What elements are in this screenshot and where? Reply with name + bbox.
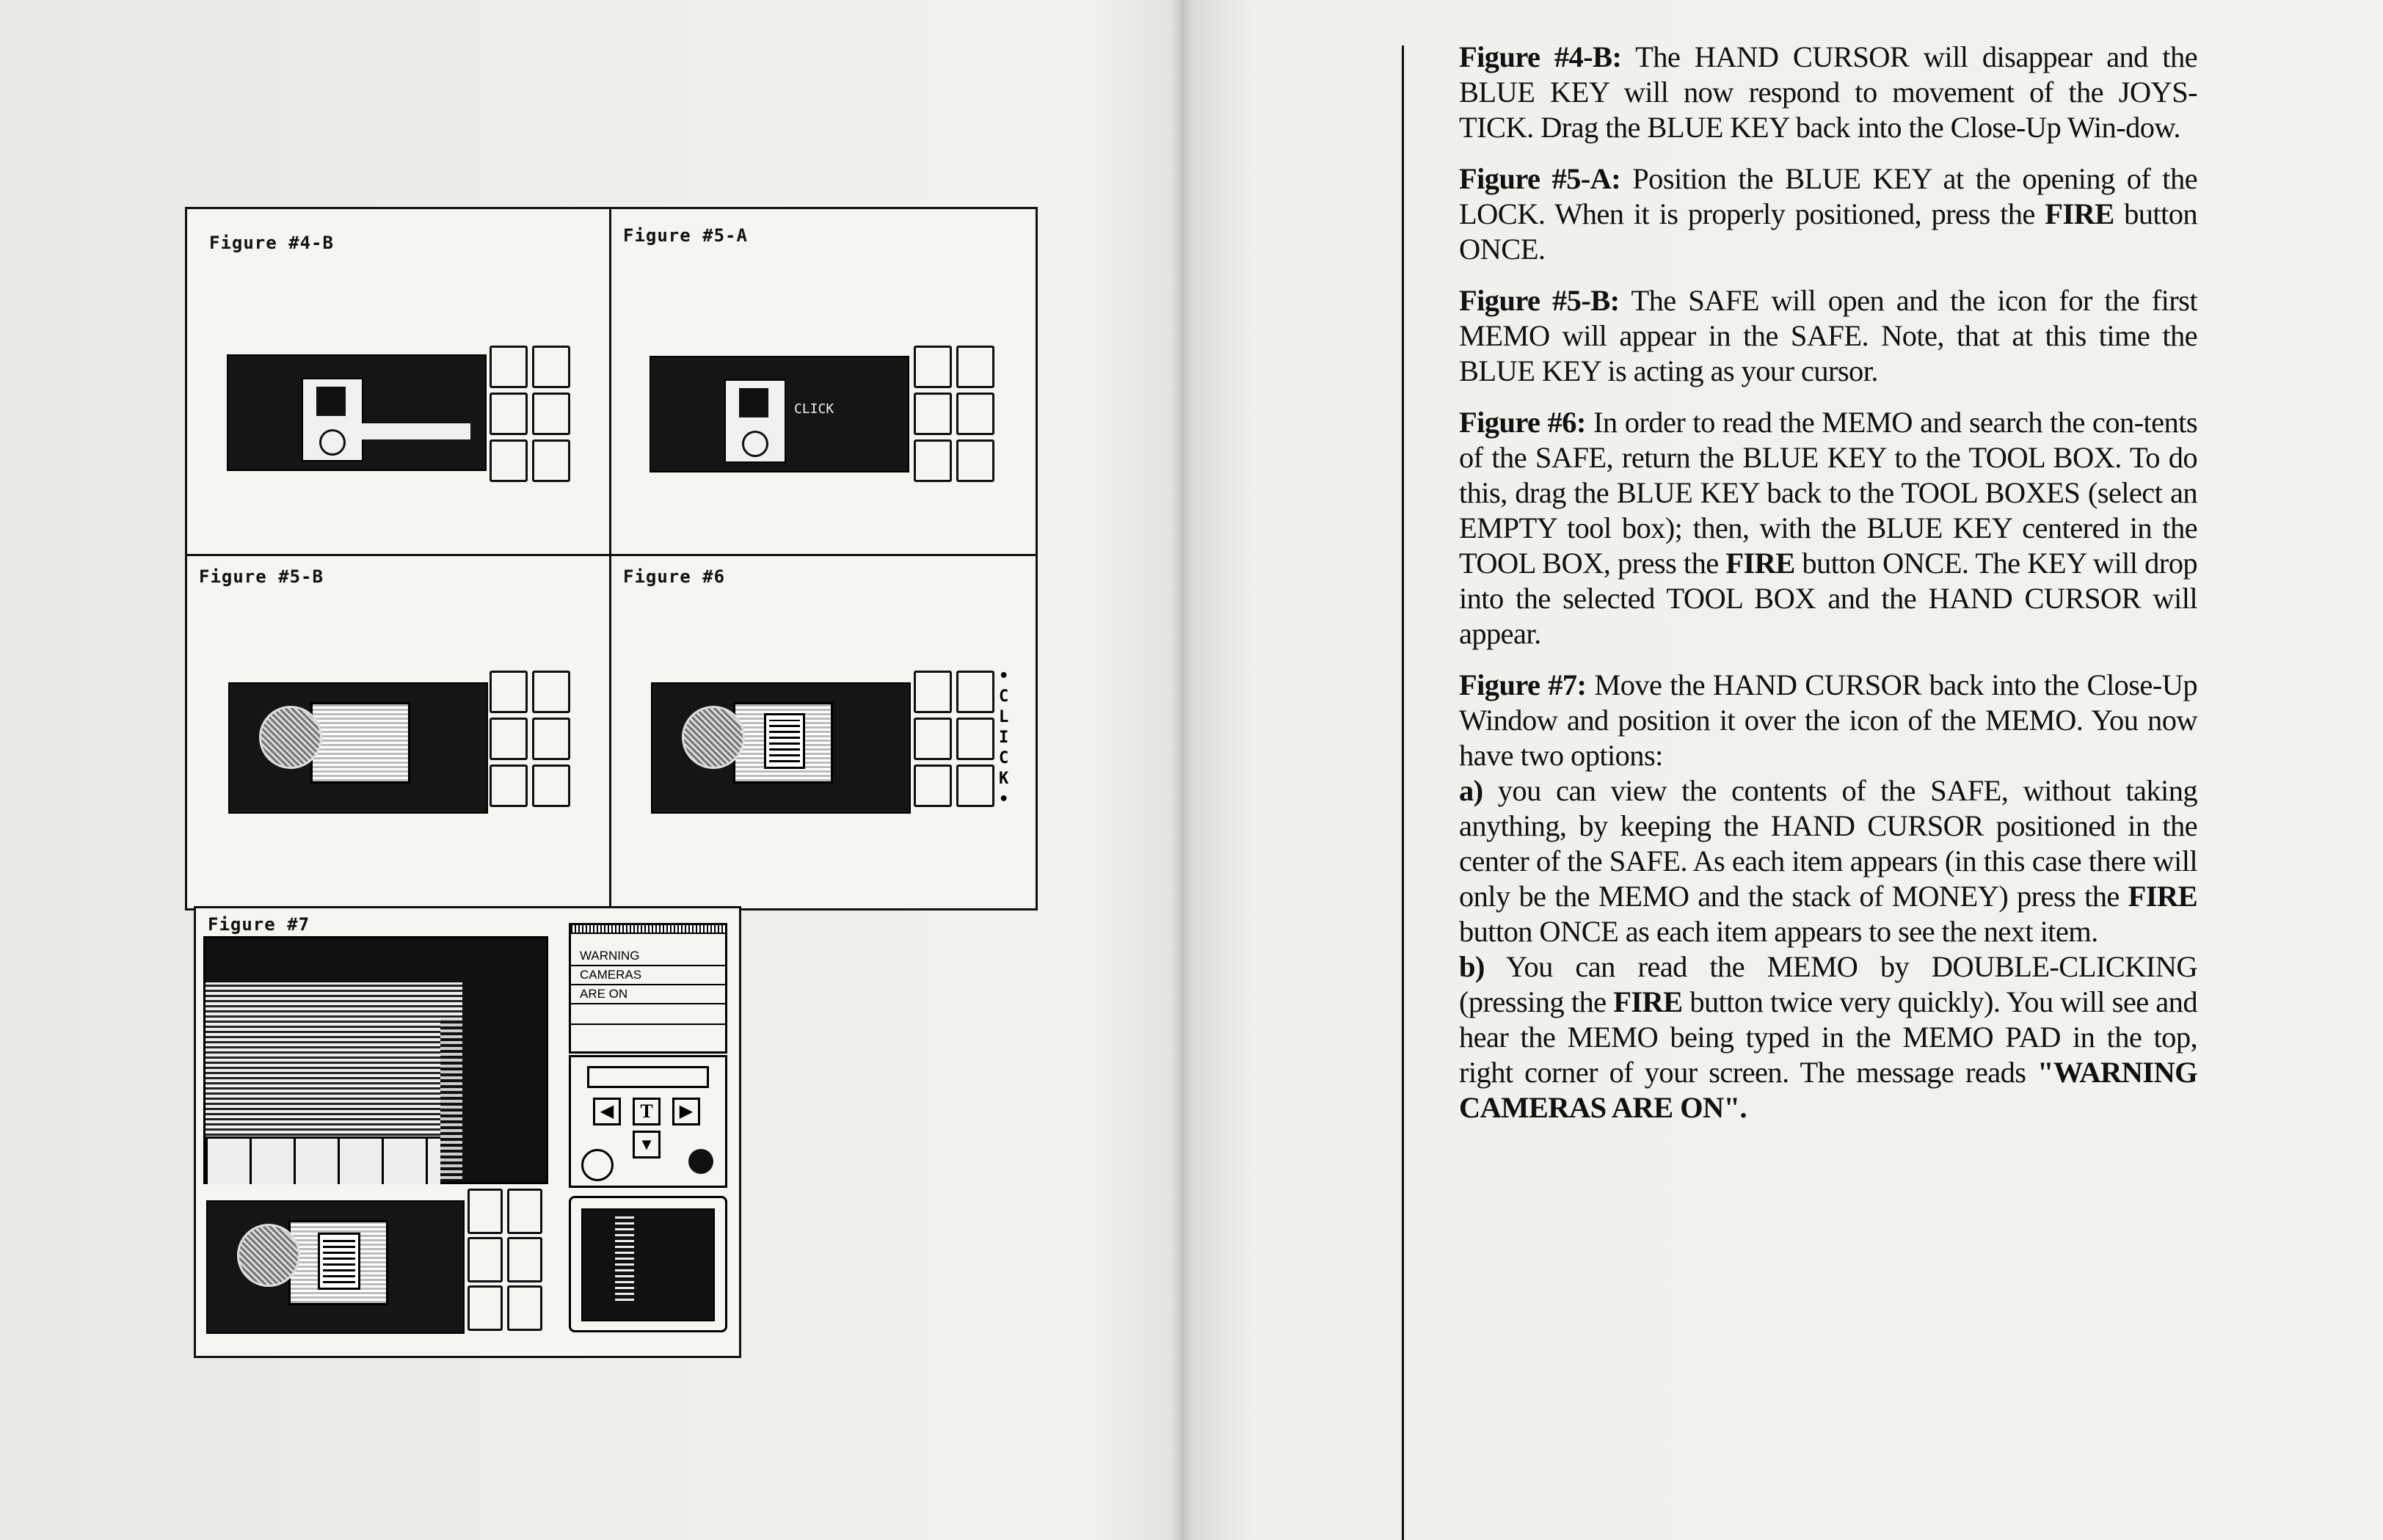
click-label: •CLICK• bbox=[999, 667, 1009, 809]
lock-panel bbox=[302, 378, 363, 461]
paragraph-figure-7: Figure #7: Move the HAND CURSOR back int… bbox=[1459, 668, 2198, 772]
toolbox-5 bbox=[490, 439, 528, 482]
toolbox-1 bbox=[490, 671, 528, 713]
figure-4b-label: Figure #4-B bbox=[209, 233, 334, 253]
hand-icon bbox=[316, 387, 346, 416]
toolbox-3 bbox=[490, 718, 528, 760]
paragraph-figure-4b: Figure #4-B: The HAND CURSOR will disapp… bbox=[1459, 40, 2198, 144]
figure-4b-ref: Figure #4-B: bbox=[1459, 40, 1622, 73]
toolbox-6 bbox=[507, 1285, 542, 1331]
toolbox-6 bbox=[956, 764, 994, 807]
closeup-window bbox=[228, 682, 488, 814]
toolbox-3 bbox=[467, 1237, 503, 1282]
right-page bbox=[1182, 0, 2383, 1540]
figure-4b-panel: Figure #4-B bbox=[185, 207, 614, 558]
toolbox-1 bbox=[467, 1189, 503, 1234]
toolbox-3 bbox=[490, 393, 528, 435]
keyhole-icon bbox=[742, 431, 768, 457]
control-panel: ◀ T ▶ ▼ bbox=[569, 1055, 727, 1188]
toolbox-4 bbox=[532, 718, 570, 760]
figure-6-ref: Figure #6: bbox=[1459, 406, 1586, 439]
toolbox-5 bbox=[914, 439, 952, 482]
figure-5b-label: Figure #5-B bbox=[199, 566, 324, 587]
closeup-window bbox=[206, 1200, 465, 1334]
memo-icon bbox=[318, 1233, 360, 1290]
paragraph-option-a: a) you can view the contents of the SAFE… bbox=[1459, 774, 2198, 948]
toolbox-6 bbox=[532, 764, 570, 807]
instructions-column: Figure #4-B: The HAND CURSOR will disapp… bbox=[1459, 40, 2198, 1125]
toolbox-4 bbox=[956, 718, 994, 760]
click-label: CLICK bbox=[794, 401, 834, 417]
toolbox-1 bbox=[914, 346, 952, 388]
memo-pad: WARNING CAMERAS ARE ON bbox=[569, 923, 727, 1054]
toolbox-6 bbox=[532, 439, 570, 482]
right-arrow-icon: ▶ bbox=[672, 1098, 700, 1125]
safe-door-icon bbox=[259, 706, 322, 769]
safe-door-icon bbox=[682, 706, 745, 769]
figure-5b-panel: Figure #5-B bbox=[185, 554, 614, 911]
floor-map bbox=[569, 1196, 727, 1332]
toolbox-4 bbox=[532, 393, 570, 435]
column-rule bbox=[1402, 45, 1404, 1540]
paragraph-option-b: b) You can read the MEMO by DOUBLE-CLICK… bbox=[1459, 950, 2198, 1124]
left-arrow-icon: ◀ bbox=[593, 1098, 621, 1125]
memo-line-3: ARE ON bbox=[580, 987, 628, 1001]
book-gutter bbox=[1171, 0, 1193, 1540]
safe-door-icon bbox=[237, 1224, 300, 1287]
figure-5a-label: Figure #5-A bbox=[623, 225, 748, 246]
paragraph-figure-6: Figure #6: In order to read the MEMO and… bbox=[1459, 406, 2198, 650]
figure-5a-ref: Figure #5-A: bbox=[1459, 162, 1621, 195]
figure-6-label: Figure #6 bbox=[623, 566, 726, 587]
toolbox-2 bbox=[507, 1189, 542, 1234]
globe-icon bbox=[688, 1149, 713, 1174]
figure-6-panel: Figure #6 •CLICK• bbox=[609, 554, 1038, 911]
main-view-window bbox=[203, 936, 548, 1184]
toolbox-2 bbox=[532, 346, 570, 388]
paragraph-figure-5a: Figure #5-A: Position the BLUE KEY at th… bbox=[1459, 162, 2198, 266]
figure-7-panel: Figure #7 WARNING CAMERAS ARE ON ◀ T ▶ ▼ bbox=[194, 906, 741, 1358]
toolbox-5 bbox=[467, 1285, 503, 1331]
toolbox-5 bbox=[914, 764, 952, 807]
memo-line-2: CAMERAS bbox=[580, 968, 642, 982]
paragraph-figure-5b: Figure #5-B: The SAFE will open and the … bbox=[1459, 284, 2198, 387]
toolbox-3 bbox=[914, 393, 952, 435]
toolbox-1 bbox=[490, 346, 528, 388]
toolbox-4 bbox=[507, 1237, 542, 1282]
toolbox-1 bbox=[914, 671, 952, 713]
hand-icon bbox=[739, 388, 768, 417]
toolbox-5 bbox=[490, 764, 528, 807]
toolbox-3 bbox=[914, 718, 952, 760]
figure-7-label: Figure #7 bbox=[208, 914, 310, 935]
figure-7-ref: Figure #7: bbox=[1459, 668, 1587, 701]
closeup-window: CLICK bbox=[650, 356, 909, 472]
down-arrow-icon: ▼ bbox=[633, 1131, 661, 1158]
toolbox-6 bbox=[956, 439, 994, 482]
toolbox-2 bbox=[956, 671, 994, 713]
safe-icon bbox=[310, 702, 410, 784]
toolbox-2 bbox=[956, 346, 994, 388]
dial-icon bbox=[581, 1149, 614, 1181]
tool-icon: T bbox=[633, 1098, 661, 1125]
toolbox-2 bbox=[532, 671, 570, 713]
key-drag-path bbox=[360, 423, 470, 439]
keyhole-icon bbox=[319, 429, 346, 456]
lock-panel bbox=[724, 379, 786, 463]
closeup-window bbox=[227, 354, 487, 471]
memo-line-1: WARNING bbox=[580, 949, 640, 963]
figure-5b-ref: Figure #5-B: bbox=[1459, 284, 1620, 317]
toolbox-4 bbox=[956, 393, 994, 435]
closeup-window bbox=[651, 682, 911, 814]
memo-icon bbox=[764, 713, 805, 769]
figure-5a-panel: Figure #5-A CLICK bbox=[609, 207, 1038, 558]
